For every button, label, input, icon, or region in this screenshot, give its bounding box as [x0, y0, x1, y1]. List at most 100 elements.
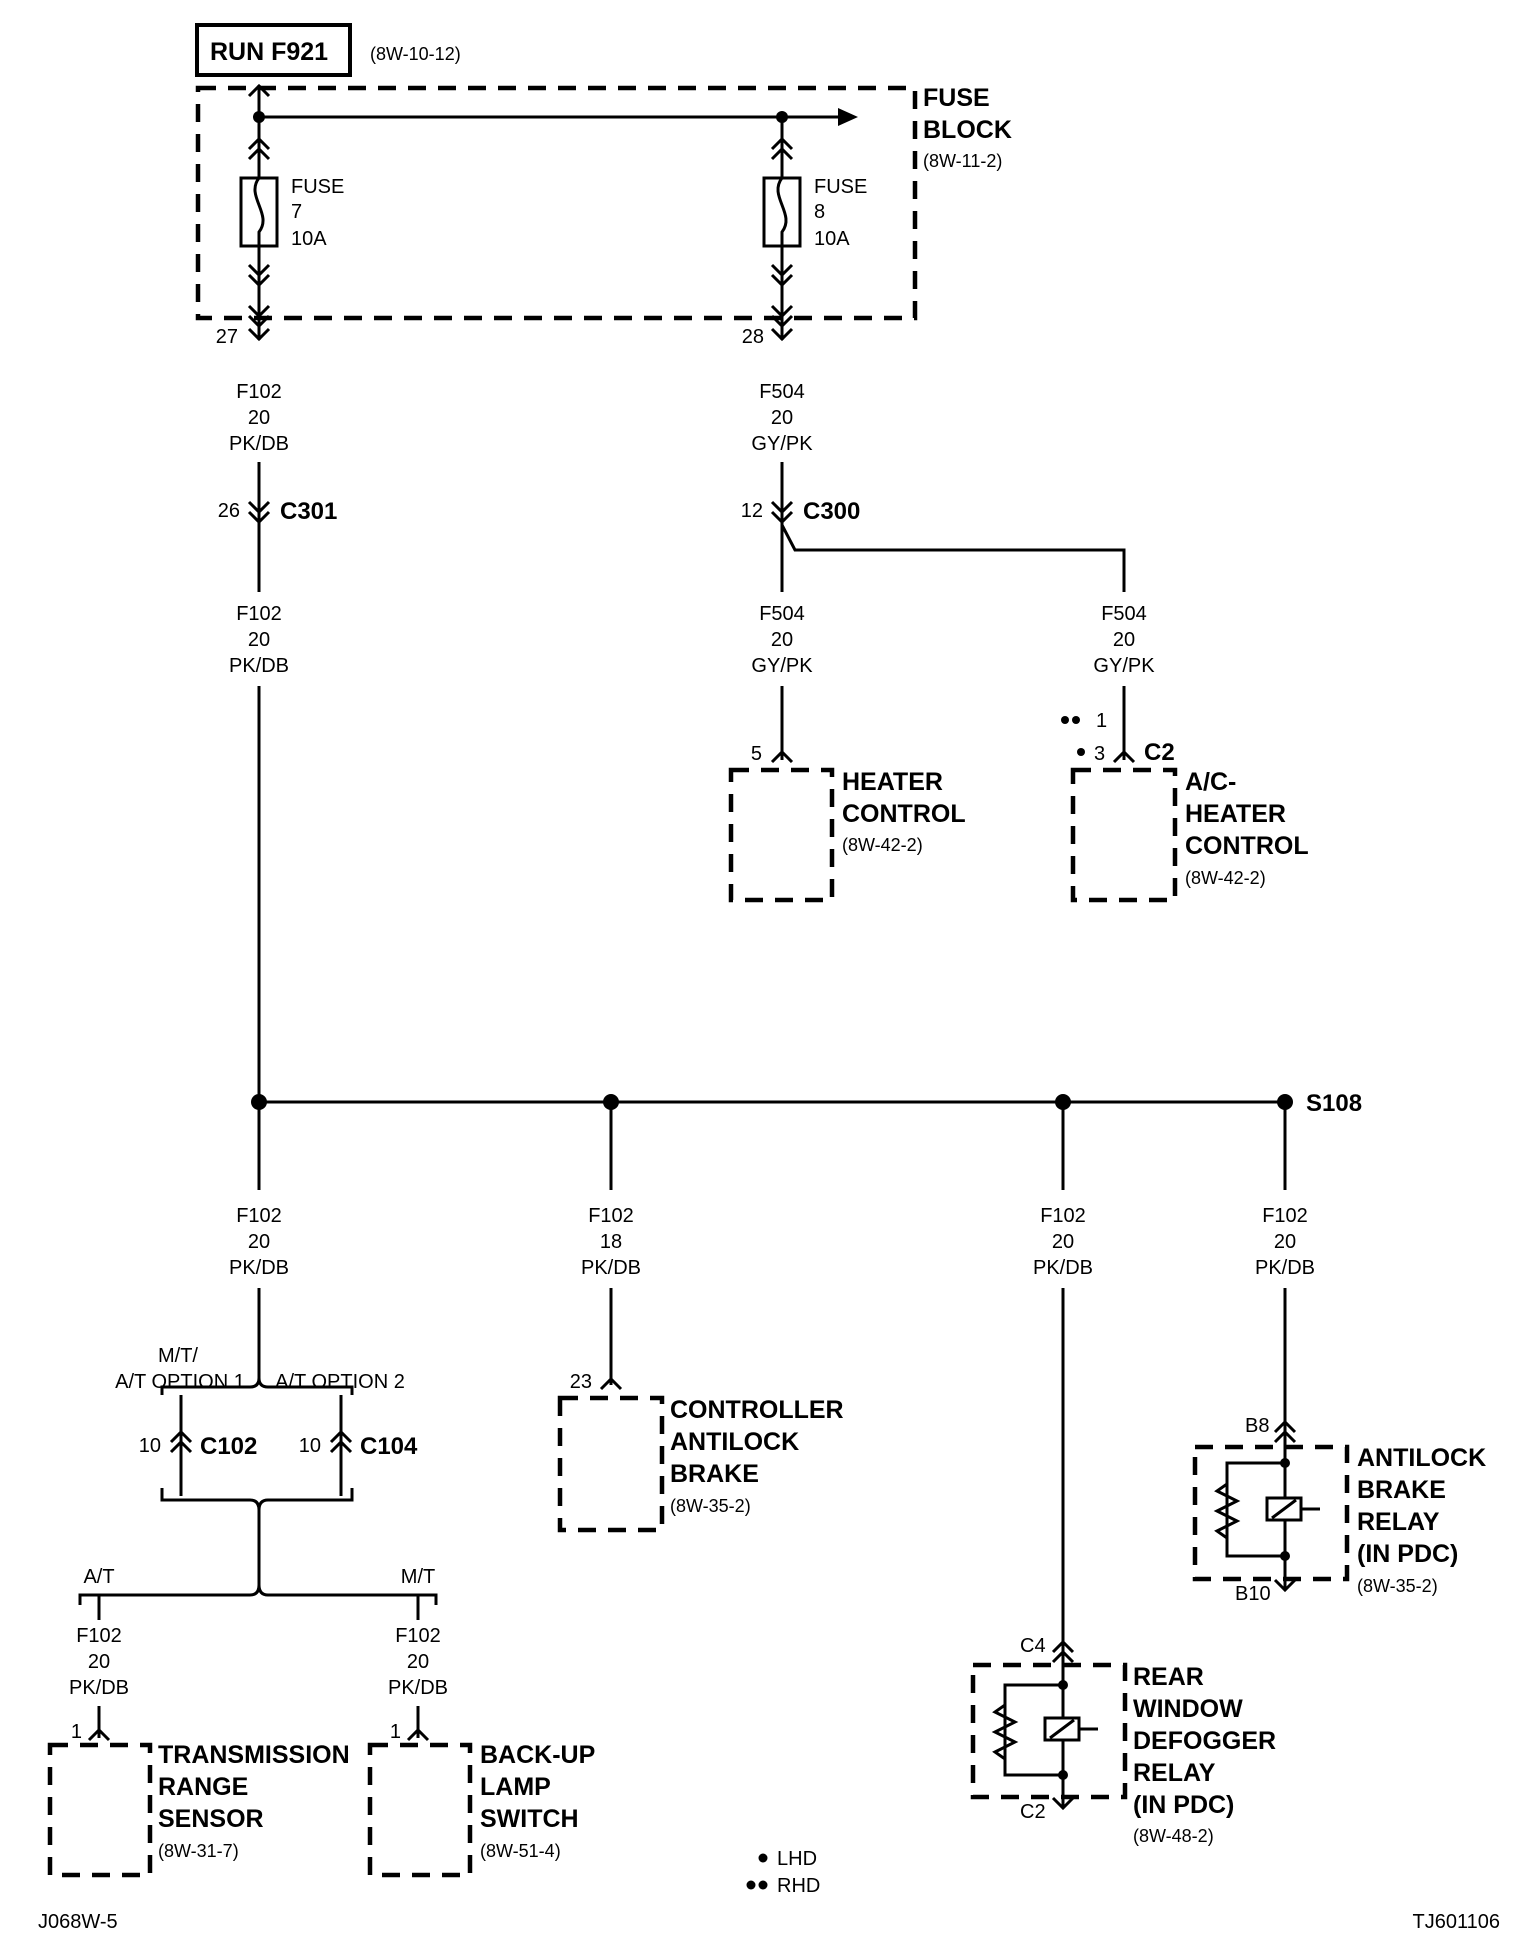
wire-f102-f-gauge: 20 — [1274, 1231, 1296, 1253]
fuse-7-label-2: 7 — [291, 201, 302, 223]
fuse-7-pin: 27 — [216, 326, 238, 348]
wire-f102-c-circuit: F102 — [236, 1205, 282, 1227]
cab-pin: 23 — [570, 1371, 592, 1393]
cab-ref: (8W-35-2) — [670, 1496, 751, 1516]
rwd-relay-icon — [991, 1680, 1098, 1811]
wire-f102-f-circuit: F102 — [1262, 1205, 1308, 1227]
ac-heater-pin-rhd: 1 — [1096, 710, 1107, 732]
heater-control-pin: 5 — [751, 743, 762, 765]
trs-label-1: TRANSMISSION — [158, 1741, 350, 1769]
wire-f102-a-circuit: F102 — [236, 381, 282, 403]
c301-label: C301 — [280, 498, 337, 525]
heater-control-ref: (8W-42-2) — [842, 835, 923, 855]
c102-pin: 10 — [139, 1435, 161, 1457]
wire-f102-d-color: PK/DB — [581, 1257, 641, 1279]
wire-f102-d-circuit: F102 — [588, 1205, 634, 1227]
wire-f102-h-circuit: F102 — [395, 1625, 441, 1647]
wire-f504-a-gauge: 20 — [771, 407, 793, 429]
abr-label-2: BRAKE — [1357, 1476, 1446, 1504]
backup-label-3: SWITCH — [480, 1805, 579, 1833]
cab-box — [557, 1395, 665, 1533]
backup-pin: 1 — [390, 1721, 401, 1743]
wire-f504-b-color: GY/PK — [751, 655, 813, 677]
title-box — [195, 23, 352, 77]
legend-lhd: LHD — [777, 1848, 817, 1870]
fuse-8-label-2: 8 — [814, 201, 825, 223]
legend-rhd: RHD — [777, 1875, 820, 1897]
backup-label-2: LAMP — [480, 1773, 551, 1801]
abr-label-1: ANTILOCK — [1357, 1444, 1486, 1472]
title-box-text: RUN F921 — [210, 38, 328, 66]
c300-pin: 12 — [741, 500, 763, 522]
title-ref: (8W-10-12) — [370, 44, 461, 64]
branch-at-label: A/T — [83, 1566, 114, 1588]
option-left-label-1: M/T/ — [158, 1345, 198, 1367]
wire-f102-g-gauge: 20 — [88, 1651, 110, 1673]
trs-label-2: RANGE — [158, 1773, 248, 1801]
abr-ref: (8W-35-2) — [1357, 1576, 1438, 1596]
abr-label-3: RELAY — [1357, 1508, 1440, 1536]
fuse-7-label-1: FUSE — [291, 176, 344, 198]
rwd-label-2: WINDOW — [1133, 1695, 1243, 1723]
wire-f102-g-color: PK/DB — [69, 1677, 129, 1699]
c301-pin: 26 — [218, 500, 240, 522]
abr-label-4: (IN PDC) — [1357, 1540, 1458, 1568]
rwd-label-3: DEFOGGER — [1133, 1727, 1276, 1755]
fuse-block-ref: (8W-11-2) — [923, 151, 1002, 171]
fuse-block-outline — [195, 85, 918, 321]
abr-pin-bot: B10 — [1235, 1583, 1271, 1605]
c102-label: C102 — [200, 1433, 257, 1460]
wire-f102-b-color: PK/DB — [229, 655, 289, 677]
rwd-pin-bot: C2 — [1020, 1801, 1046, 1823]
fuse-8 — [762, 117, 802, 342]
ac-heater-control-box — [1070, 767, 1178, 903]
wire-f102-h-color: PK/DB — [388, 1677, 448, 1699]
c300-label: C300 — [803, 498, 860, 525]
ac-heater-ref: (8W-42-2) — [1185, 868, 1266, 888]
splice-label: S108 — [1306, 1090, 1362, 1117]
rwd-label-1: REAR — [1133, 1663, 1204, 1691]
trs-ref: (8W-31-7) — [158, 1841, 239, 1861]
wire-f102-a-gauge: 20 — [248, 407, 270, 429]
c104-pin: 10 — [299, 1435, 321, 1457]
fuse-block-label-1: FUSE — [923, 84, 990, 112]
ac-heater-connector: C2 — [1144, 739, 1175, 766]
cab-label-1: CONTROLLER — [670, 1396, 844, 1424]
option-right-label: A/T OPTION 2 — [275, 1371, 405, 1393]
backup-box — [367, 1742, 473, 1878]
wire-f102-b-circuit: F102 — [236, 603, 282, 625]
ac-heater-label-2: HEATER — [1185, 800, 1286, 828]
rwd-ref: (8W-48-2) — [1133, 1826, 1214, 1846]
wire-f102-e-color: PK/DB — [1033, 1257, 1093, 1279]
wire-f504-a-circuit: F504 — [759, 381, 805, 403]
fuse-block-label-2: BLOCK — [923, 116, 1012, 144]
abr-pin-top: B8 — [1245, 1415, 1269, 1437]
wire-f102-b-gauge: 20 — [248, 629, 270, 651]
fuse-8-pin: 28 — [742, 326, 764, 348]
footer-right: TJ601106 — [1413, 1911, 1500, 1933]
wire-f102-h-gauge: 20 — [407, 1651, 429, 1673]
rwd-pin-top: C4 — [1020, 1635, 1046, 1657]
rwd-label-4: RELAY — [1133, 1759, 1216, 1787]
cab-label-2: ANTILOCK — [670, 1428, 799, 1456]
backup-label-1: BACK-UP — [480, 1741, 595, 1769]
wire-f102-f-color: PK/DB — [1255, 1257, 1315, 1279]
wire-f102-c-color: PK/DB — [229, 1257, 289, 1279]
abr-relay-icon — [1213, 1452, 1320, 1593]
ac-heater-label-3: CONTROL — [1185, 832, 1309, 860]
cab-label-3: BRAKE — [670, 1460, 759, 1488]
wire-f102-e-circuit: F102 — [1040, 1205, 1086, 1227]
fuse-8-label-3: 10A — [814, 228, 850, 250]
fuse-7-label-3: 10A — [291, 228, 327, 250]
fuse-8-label-1: FUSE — [814, 176, 867, 198]
trs-pin: 1 — [71, 1721, 82, 1743]
ac-heater-pin-lhd: 3 — [1094, 743, 1105, 765]
bus-arrow-icon — [838, 108, 858, 126]
wire-f504-a-color: GY/PK — [751, 433, 813, 455]
ac-heater-label-1: A/C- — [1185, 768, 1236, 796]
branch-mt-label: M/T — [401, 1566, 435, 1588]
option-left-label-2: A/T OPTION 1 — [115, 1371, 245, 1393]
wire-f504-b-circuit: F504 — [759, 603, 805, 625]
footer-left: J068W-5 — [38, 1911, 118, 1933]
